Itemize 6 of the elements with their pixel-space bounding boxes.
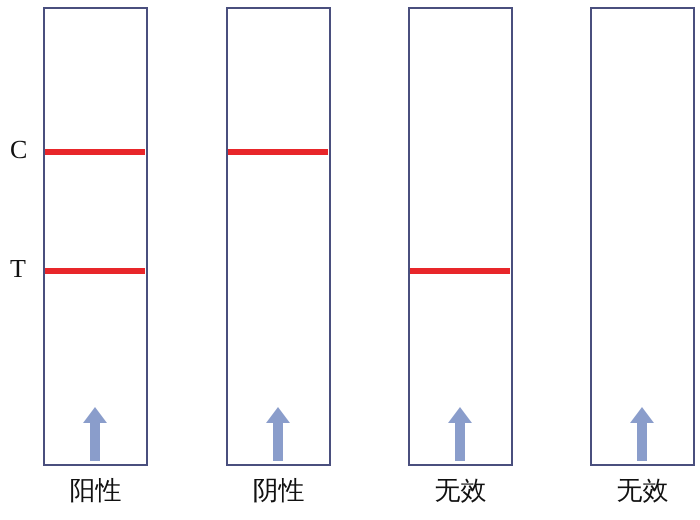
result-label: 阴性 xyxy=(252,476,304,506)
line-label: C xyxy=(10,135,28,165)
line-label: T xyxy=(10,254,26,284)
result-label: 无效 xyxy=(434,476,486,506)
result-label: 无效 xyxy=(616,476,668,506)
result-label: 阳性 xyxy=(70,476,122,506)
